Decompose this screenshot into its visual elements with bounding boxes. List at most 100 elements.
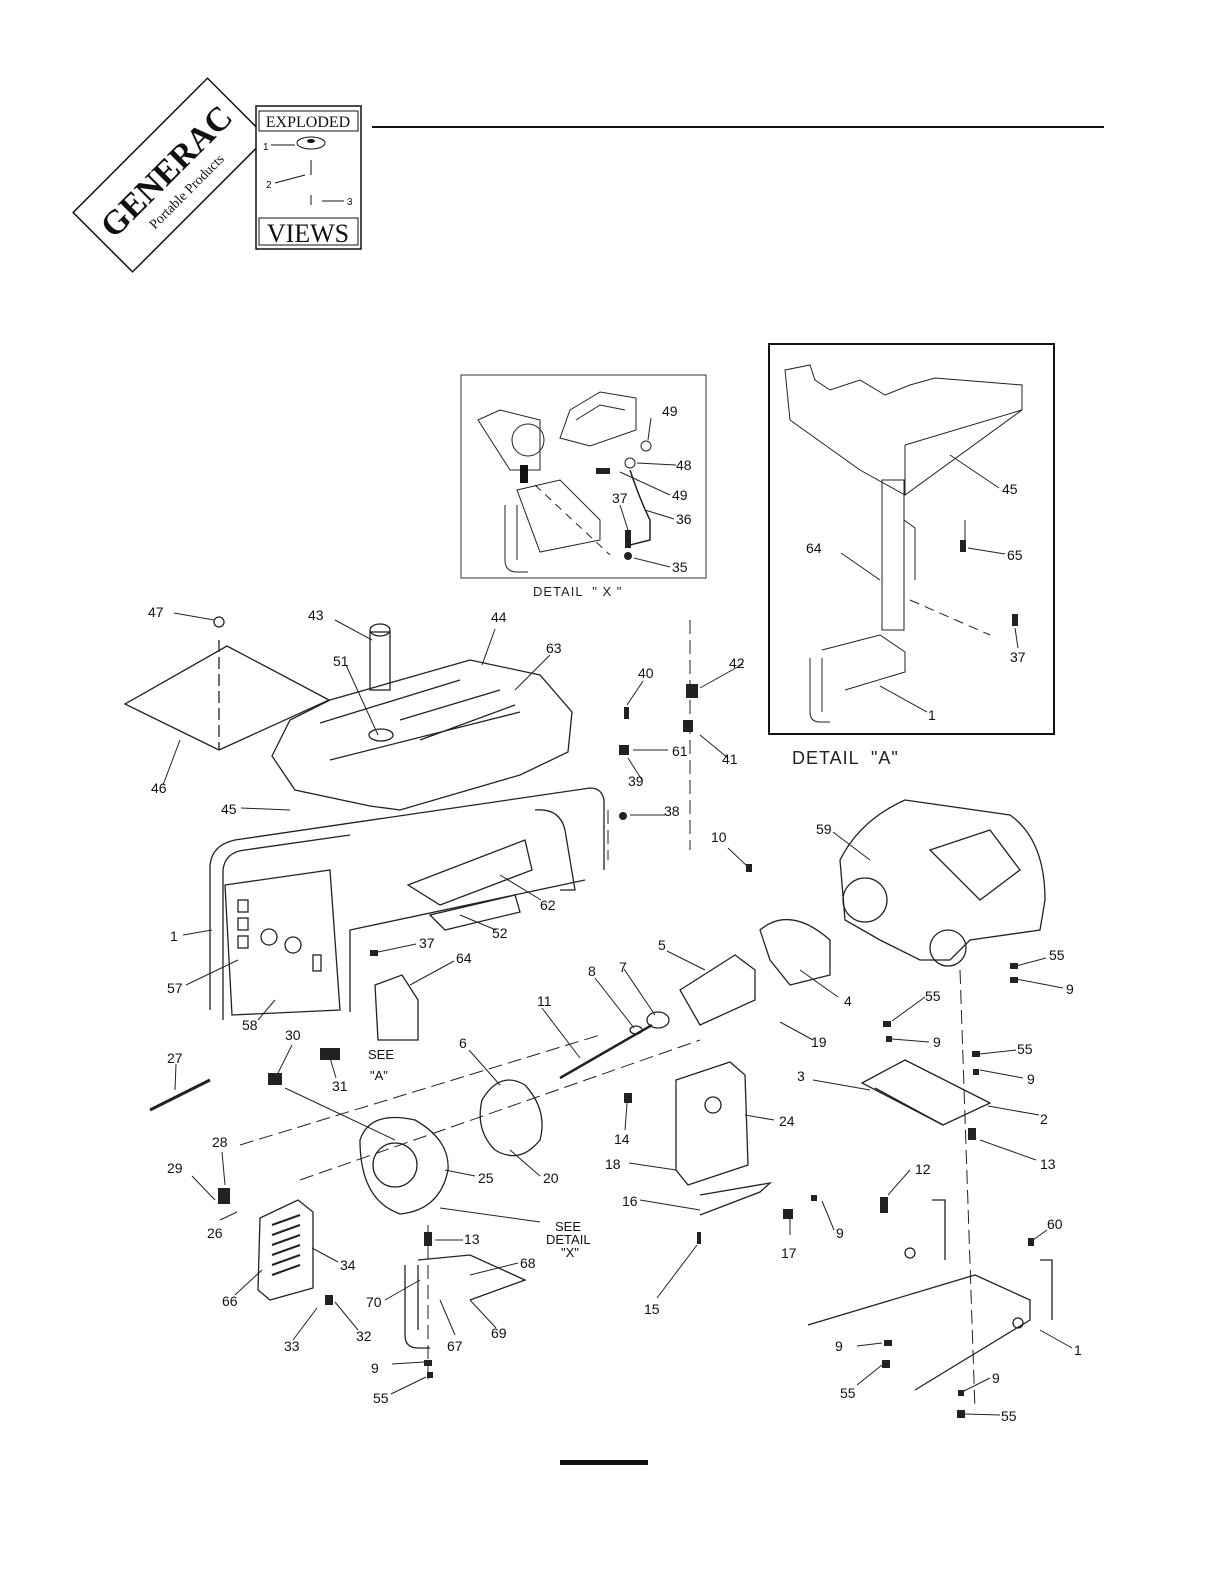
callout-label: 28 [212, 1134, 228, 1150]
badge-callout-3: 3 [347, 197, 353, 208]
callout-labels: 47 43 44 51 63 40 42 61 41 39 46 45 38 1… [148, 604, 1082, 1424]
see-x-line2: DETAIL [546, 1232, 591, 1247]
callout-label: 38 [664, 803, 680, 819]
exploded-views-badge: EXPLODED VIEWS 1 2 3 [255, 105, 362, 250]
callout-label: 1 [1074, 1342, 1082, 1358]
callout-label: 24 [779, 1113, 795, 1129]
callout-label: 19 [811, 1034, 827, 1050]
callout-label: 9 [1027, 1071, 1035, 1087]
callout-label: 9 [371, 1360, 379, 1376]
callout-label: 33 [284, 1338, 300, 1354]
callout-label: 42 [729, 655, 745, 671]
callout-label: 58 [242, 1017, 258, 1033]
see-x-line1: SEE [555, 1219, 581, 1234]
badge-callout-1: 1 [263, 142, 269, 153]
detail-x-callout: 49 [672, 487, 688, 503]
callout-label: 30 [285, 1027, 301, 1043]
callout-label: 62 [540, 897, 556, 913]
callout-label: 3 [797, 1068, 805, 1084]
page-number-bar [560, 1460, 648, 1465]
detail-x-caption: DETAIL " X " [533, 584, 622, 599]
see-a-line1: SEE [368, 1047, 394, 1062]
callout-label: 4 [844, 993, 852, 1009]
callout-label: 9 [1066, 981, 1074, 997]
leader-lines [162, 612, 1073, 1416]
callout-label: 46 [151, 780, 167, 796]
detail-x-callout: 37 [612, 490, 628, 506]
detail-a-callout: 65 [1007, 547, 1023, 563]
detail-x-callout: 35 [672, 559, 688, 575]
callout-label: 37 [419, 935, 435, 951]
callout-label: 55 [925, 988, 941, 1004]
callout-label: 59 [816, 821, 832, 837]
callout-label: 63 [546, 640, 562, 656]
detail-a-panel: 45 64 65 37 1 [768, 343, 1055, 735]
callout-label: 55 [373, 1390, 389, 1406]
callout-label: 7 [619, 959, 627, 975]
detail-a-callout: 45 [1002, 481, 1018, 497]
callout-label: 55 [840, 1385, 856, 1401]
callout-label: 55 [1049, 947, 1065, 963]
callout-label: 45 [221, 801, 237, 817]
callout-label: 9 [836, 1225, 844, 1241]
callout-label: 16 [622, 1193, 638, 1209]
detail-x-callout: 48 [676, 457, 692, 473]
callout-label: 64 [456, 950, 472, 966]
badge-top-label: EXPLODED [266, 114, 350, 131]
callout-label: 34 [340, 1257, 356, 1273]
callout-label: 69 [491, 1325, 507, 1341]
callout-label: 9 [992, 1370, 1000, 1386]
see-x-line3: "X" [561, 1245, 579, 1260]
callout-label: 32 [356, 1328, 372, 1344]
detail-x-callout: 36 [676, 511, 692, 527]
callout-label: 1 [170, 928, 178, 944]
callout-label: 66 [222, 1293, 238, 1309]
detail-a-caption: DETAIL "A" [792, 748, 899, 768]
callout-label: 27 [167, 1050, 183, 1066]
callout-label: 47 [148, 604, 164, 620]
callout-label: 43 [308, 607, 324, 623]
callout-label: 25 [478, 1170, 494, 1186]
see-detail-x-note: SEE DETAIL "X" [546, 1219, 591, 1260]
callout-label: 57 [167, 980, 183, 996]
callout-label: 10 [711, 829, 727, 845]
callout-label: 52 [492, 925, 508, 941]
callout-label: 26 [207, 1225, 223, 1241]
detail-a-callout: 37 [1010, 649, 1026, 665]
callout-label: 18 [605, 1156, 621, 1172]
callout-label: 41 [722, 751, 738, 767]
callout-label: 6 [459, 1035, 467, 1051]
callout-label: 17 [781, 1245, 797, 1261]
callout-label: 61 [672, 743, 688, 759]
generator-assembly [123, 616, 1053, 1418]
see-a-line2: "A" [370, 1068, 388, 1083]
see-detail-a-note: SEE "A" [368, 1047, 394, 1083]
callout-label: 14 [614, 1131, 630, 1147]
callout-label: 70 [366, 1294, 382, 1310]
callout-label: 55 [1017, 1041, 1033, 1057]
badge-callout-2: 2 [266, 180, 272, 191]
callout-label: 8 [588, 963, 596, 979]
callout-label: 11 [537, 993, 552, 1009]
callout-label: 9 [933, 1034, 941, 1050]
badge-bottom-label: VIEWS [267, 219, 349, 248]
detail-a-callout: 1 [928, 707, 936, 723]
callout-label: 13 [1040, 1156, 1056, 1172]
callout-label: 13 [464, 1231, 480, 1247]
callout-label: 39 [628, 773, 644, 789]
callout-label: 29 [167, 1160, 183, 1176]
detail-x-panel: 49 48 49 36 37 35 [460, 374, 707, 579]
callout-label: 60 [1047, 1216, 1063, 1232]
callout-label: 68 [520, 1255, 536, 1271]
callout-label: 5 [658, 937, 666, 953]
callout-label: 20 [543, 1170, 559, 1186]
detail-x-callout: 49 [662, 403, 678, 419]
generac-logo: GENERAC Portable Products [72, 77, 268, 273]
callout-label: 44 [491, 609, 507, 625]
detail-a-callout: 64 [806, 540, 822, 556]
callout-label: 51 [333, 653, 349, 669]
callout-label: 2 [1040, 1111, 1048, 1127]
callout-label: 9 [835, 1338, 843, 1354]
callout-label: 15 [644, 1301, 660, 1317]
